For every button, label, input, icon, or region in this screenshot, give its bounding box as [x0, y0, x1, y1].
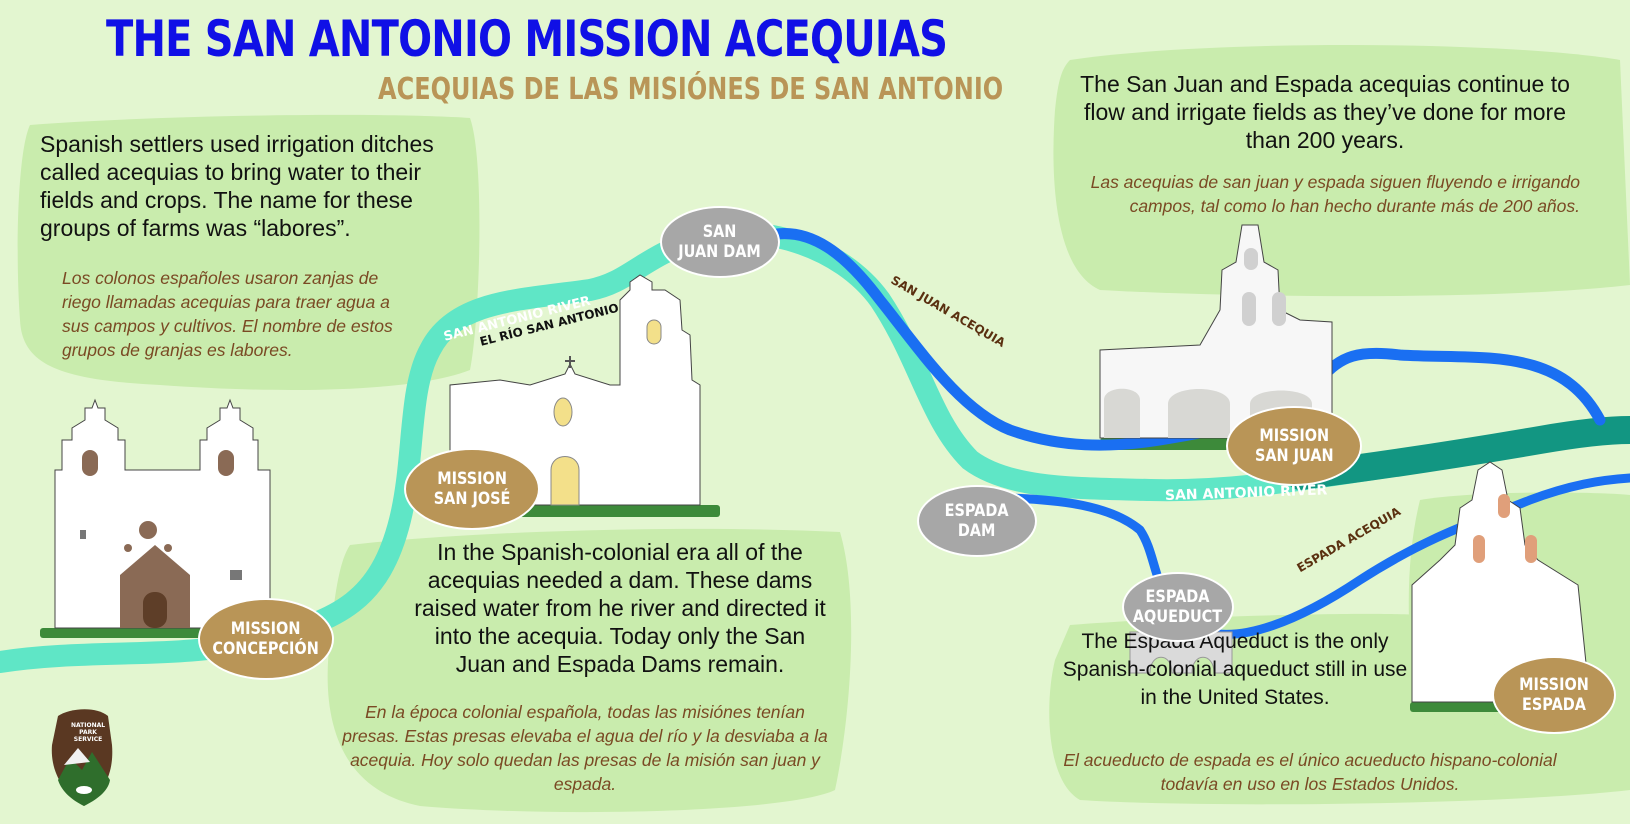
- espada-aqueduct-label: ESPADA AQUEDUCT: [1122, 572, 1234, 642]
- espada-aqueduct-structure: [1129, 631, 1233, 674]
- mission-espada-label: MISSION ESPADA: [1492, 656, 1616, 734]
- aqueduct-text-es: El acueducto de espada es el único acued…: [1063, 750, 1557, 794]
- flow-panel: [1053, 45, 1630, 297]
- mission-san-jose-text: MISSION SAN JOSÉ: [433, 469, 511, 509]
- mission-espada-text: MISSION ESPADA: [1519, 675, 1589, 715]
- mission-san-juan-label: MISSION SAN JUAN: [1226, 406, 1362, 486]
- mission-concepcion-text: MISSION CONCEPCIÓN: [212, 619, 320, 659]
- dams-panel: [327, 528, 852, 813]
- nps-logo: [51, 709, 113, 806]
- intro-text-es: Los colonos españoles usaron zanjas de r…: [62, 268, 393, 360]
- mission-concepcion-label: MISSION CONCEPCIÓN: [198, 598, 334, 680]
- intro-text-en: Spanish settlers used irrigation ditches…: [40, 131, 434, 241]
- aqueduct-text-en-value: The Espada Aqueduct is the only Spanish-…: [1062, 630, 1408, 709]
- mission-san-juan-text: MISSION SAN JUAN: [1254, 426, 1334, 466]
- page-title: THE SAN ANTONIO MISSION ACEQUIAS: [106, 10, 948, 68]
- san-juan-dam-label: SAN JUAN DAM: [660, 206, 780, 278]
- nps-logo-text: NATIONAL PARK SERVICE: [70, 722, 106, 743]
- mission-san-jose-label: MISSION SAN JOSÉ: [404, 448, 540, 530]
- mission-concepcion-building: [54, 398, 271, 629]
- flow-text-en: The San Juan and Espada acequias continu…: [1080, 71, 1570, 153]
- san-antonio-river-lower: [1286, 416, 1630, 490]
- espada-dam-label: ESPADA DAM: [917, 485, 1037, 557]
- mission-espada-building: [1411, 461, 1591, 703]
- dams-text-en: In the Spanish-colonial era all of the a…: [414, 539, 826, 677]
- mission-san-jose-building: [449, 274, 701, 506]
- espada-dam-text: ESPADA DAM: [945, 501, 1009, 541]
- espada-acequia: [1005, 473, 1630, 639]
- espada-aqueduct-text: ESPADA AQUEDUCT: [1133, 587, 1223, 627]
- intro-panel: [17, 114, 480, 390]
- flow-text-es: Las acequias de san juan y espada siguen…: [1090, 172, 1580, 216]
- aqueduct-text-en: The Espada Aqueduct is the only Spanish-…: [1055, 628, 1415, 712]
- page-subtitle: ACEQUIAS DE LAS MISIÓNES DE SAN ANTONIO: [378, 72, 1004, 107]
- dams-text-es: En la época colonial española, todas las…: [342, 702, 828, 794]
- san-juan-acequia: [754, 228, 1606, 451]
- san-juan-dam-text: SAN JUAN DAM: [678, 222, 762, 262]
